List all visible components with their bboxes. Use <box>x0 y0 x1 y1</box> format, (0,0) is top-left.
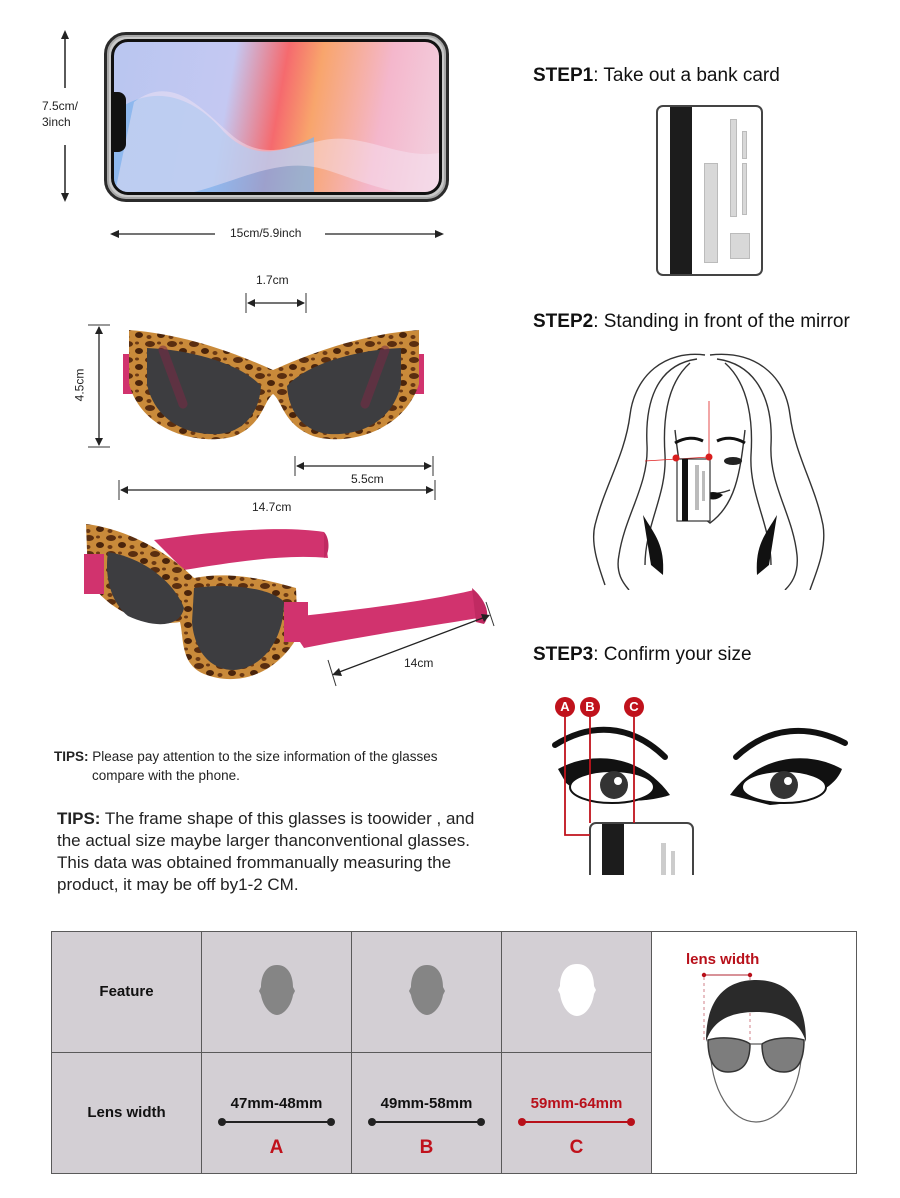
face-silhouette-icon <box>408 964 445 1015</box>
marker-b-badge: B <box>580 697 600 717</box>
phone-height-label-inch: 3inch <box>42 115 71 129</box>
range-line-icon <box>518 1118 635 1126</box>
lens-width-label: 5.5cm <box>351 472 384 486</box>
woman-mirror-illustration <box>593 353 825 590</box>
feature-label: Feature <box>99 983 154 1000</box>
total-width-label: 14.7cm <box>252 500 292 514</box>
vertical-arrow-icon <box>61 30 69 202</box>
marker-a-badge: A <box>555 697 575 717</box>
face-silhouette-icon <box>258 964 295 1015</box>
bridge-width-label: 1.7cm <box>256 273 289 287</box>
tip-text-cont: compare with the phone. <box>92 768 240 783</box>
head-with-glasses-illustration <box>701 972 806 1123</box>
tip-frame-shape: TIPS: The frame shape of this glasses is… <box>57 808 487 896</box>
bridge-arrow-icon <box>245 293 307 313</box>
range-value: 49mm-58mm <box>380 1095 473 1112</box>
range-cell-c: 59mm-64mm C <box>501 1052 652 1174</box>
phone-height-label: 7.5cm/ <box>42 99 79 113</box>
frame-height-label: 4.5cm <box>72 368 87 402</box>
lens-width-illustration-cell: lens width <box>651 931 857 1174</box>
face-cell-a <box>201 931 352 1053</box>
feature-header-cell: Feature <box>51 931 202 1053</box>
range-line-icon <box>218 1118 335 1126</box>
phone-notch <box>114 92 126 152</box>
phone-width-dimension: 15cm/5.9inch <box>110 224 445 244</box>
tip-text: The frame shape of this glasses is toowi… <box>57 809 475 894</box>
tip-prefix: TIPS: <box>57 809 101 828</box>
step-label: STEP2 <box>533 311 594 332</box>
step3-title: STEP3: Confirm your size <box>533 644 752 666</box>
lens-width-arrow-icon <box>294 456 434 476</box>
face-cell-b <box>351 931 502 1053</box>
tip-prefix: TIPS: <box>54 749 89 764</box>
phone-height-dimension: 7.5cm/ 3inch <box>40 30 90 205</box>
phone-image <box>104 32 449 202</box>
height-arrow-icon <box>88 324 110 448</box>
range-line-icon <box>368 1118 485 1126</box>
range-cell-b: 49mm-58mm B <box>351 1052 502 1174</box>
face-cell-c <box>501 931 652 1053</box>
step-text: : Confirm your size <box>593 644 752 665</box>
step-text: : Standing in front of the mirror <box>593 311 850 332</box>
tip-text: Please pay attention to the size informa… <box>92 749 438 764</box>
marker-c-badge: C <box>624 697 644 717</box>
bank-card-illustration <box>656 105 763 276</box>
step-label: STEP1 <box>533 65 594 86</box>
size-letter: B <box>419 1137 434 1158</box>
step1-title: STEP1: Take out a bank card <box>533 65 780 87</box>
size-letter: C <box>569 1137 584 1158</box>
step-text: : Take out a bank card <box>593 65 780 86</box>
eyes-card-illustration <box>552 717 848 875</box>
lens-width-illustration-label: lens width <box>686 951 760 968</box>
lens-width-header-cell: Lens width <box>51 1052 202 1174</box>
wallpaper-wave <box>114 91 439 192</box>
phone-width-label: 15cm/5.9inch <box>230 226 302 240</box>
sunglasses-side-image <box>84 524 488 680</box>
size-chart-table: Feature lens width Lens width 47mm-48mm <box>51 931 857 1174</box>
magnetic-stripe <box>670 107 692 274</box>
step2-title: STEP2: Standing in front of the mirror <box>533 311 850 333</box>
total-width-arrow-icon <box>118 480 436 500</box>
horizontal-arrow-icon <box>110 230 444 238</box>
temple-length-label: 14cm <box>404 656 434 670</box>
sunglasses-front-image <box>123 330 424 440</box>
lens-width-label: Lens width <box>87 1104 166 1121</box>
face-silhouette-icon <box>557 963 596 1016</box>
feature-row: Feature lens width <box>51 931 857 1174</box>
range-cell-a: 47mm-48mm A <box>201 1052 352 1174</box>
step-label: STEP3 <box>533 644 594 665</box>
lens-width-row: Lens width 47mm-48mm A 49mm-58mm B 59mm-… <box>51 1052 857 1174</box>
temple-length-arrow-icon <box>327 601 495 687</box>
range-value-highlight: 59mm-64mm <box>530 1095 623 1112</box>
size-letter: A <box>269 1137 284 1158</box>
range-value: 47mm-48mm <box>230 1095 323 1112</box>
tip-phone-comparison: TIPS: Please pay attention to the size i… <box>54 747 494 785</box>
